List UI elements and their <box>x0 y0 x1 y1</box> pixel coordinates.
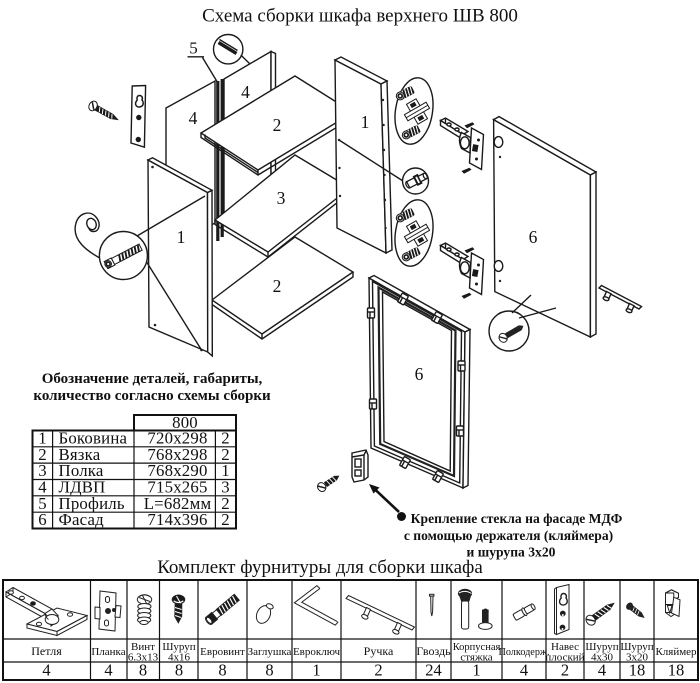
svg-text:8: 8 <box>175 661 183 680</box>
svg-text:768х298: 768х298 <box>147 445 207 464</box>
svg-text:Кляймер: Кляймер <box>655 646 697 658</box>
svg-text:4: 4 <box>42 661 50 680</box>
svg-text:стяжка: стяжка <box>460 652 492 664</box>
svg-text:2: 2 <box>221 510 230 529</box>
svg-text:3: 3 <box>221 478 230 497</box>
svg-text:720х298: 720х298 <box>147 429 207 448</box>
svg-text:Шуруп: Шуруп <box>585 641 618 653</box>
svg-text:количество согласно схемы сбор: количество согласно схемы сборки <box>33 388 271 404</box>
svg-text:Петля: Петля <box>31 644 62 658</box>
svg-text:715х265: 715х265 <box>147 478 207 497</box>
svg-text:6: 6 <box>38 510 47 529</box>
svg-text:Вязка: Вязка <box>59 445 101 464</box>
svg-text:6: 6 <box>415 364 424 384</box>
svg-text:1: 1 <box>221 461 230 480</box>
svg-text:Фасад: Фасад <box>59 510 105 529</box>
svg-text:Шуруп: Шуруп <box>620 641 653 653</box>
svg-text:3: 3 <box>277 188 286 208</box>
svg-text:5: 5 <box>38 494 47 513</box>
svg-text:Заглушка: Заглушка <box>248 646 292 658</box>
svg-text:768х290: 768х290 <box>147 461 207 480</box>
svg-text:1: 1 <box>177 227 186 247</box>
svg-text:2: 2 <box>221 445 230 464</box>
svg-text:Профиль: Профиль <box>59 494 125 513</box>
svg-text:4: 4 <box>598 661 606 680</box>
svg-text:8: 8 <box>218 661 226 680</box>
svg-text:6.3х13: 6.3х13 <box>128 652 159 664</box>
svg-text:Гвоздь: Гвоздь <box>416 644 451 658</box>
svg-text:L=682мм: L=682мм <box>144 494 212 513</box>
svg-text:3: 3 <box>38 461 47 480</box>
svg-text:2: 2 <box>273 115 282 135</box>
svg-text:1: 1 <box>38 429 47 448</box>
svg-text:4: 4 <box>189 108 198 128</box>
svg-text:6: 6 <box>529 227 538 247</box>
svg-text:4: 4 <box>520 661 528 680</box>
svg-text:Шуруп: Шуруп <box>162 641 195 653</box>
svg-text:18: 18 <box>629 661 646 680</box>
svg-text:8: 8 <box>265 661 273 680</box>
svg-text:Крепление стекла на фасаде МДФ: Крепление стекла на фасаде МДФ <box>411 511 623 526</box>
svg-text:4х16: 4х16 <box>168 652 191 664</box>
svg-text:1: 1 <box>312 661 320 680</box>
svg-text:2: 2 <box>221 494 230 513</box>
svg-text:Евровинт: Евровинт <box>200 646 245 658</box>
svg-text:2: 2 <box>221 429 230 448</box>
svg-text:714х396: 714х396 <box>147 510 207 529</box>
svg-text:Евроключ: Евроключ <box>293 646 341 658</box>
svg-text:Обозначение деталей, габариты,: Обозначение деталей, габариты, <box>42 371 263 387</box>
svg-text:и шурупа 3х20: и шурупа 3х20 <box>467 545 556 560</box>
svg-text:18: 18 <box>668 661 685 680</box>
svg-text:ЛДВП: ЛДВП <box>59 478 106 497</box>
svg-text:Корпусная: Корпусная <box>453 642 501 653</box>
svg-text:3х20: 3х20 <box>626 652 649 664</box>
svg-text:Планка: Планка <box>91 646 125 658</box>
svg-text:2: 2 <box>374 661 382 680</box>
svg-text:с помощью держателя (кляймера): с помощью держателя (кляймера) <box>404 528 613 544</box>
svg-text:4: 4 <box>38 478 47 497</box>
svg-text:1: 1 <box>472 661 480 680</box>
svg-text:8: 8 <box>139 661 147 680</box>
svg-text:Ручка: Ручка <box>364 644 394 658</box>
svg-text:Схема сборки шкафа верхнего ШВ: Схема сборки шкафа верхнего ШВ 800 <box>202 6 518 27</box>
svg-text:2: 2 <box>561 661 569 680</box>
svg-text:2: 2 <box>273 276 282 296</box>
svg-text:Комплект фурнитуры для сборки: Комплект фурнитуры для сборки шкафа <box>157 557 483 578</box>
svg-text:Навес: Навес <box>551 641 579 653</box>
svg-text:плоский: плоский <box>545 652 584 664</box>
svg-text:4х30: 4х30 <box>591 652 614 664</box>
svg-text:2: 2 <box>38 445 47 464</box>
svg-text:24: 24 <box>425 661 442 680</box>
svg-text:Полкодерж.: Полкодерж. <box>498 647 549 658</box>
svg-text:800: 800 <box>172 413 198 432</box>
svg-text:4: 4 <box>104 661 112 680</box>
svg-text:5: 5 <box>189 39 198 58</box>
svg-text:Полка: Полка <box>59 461 104 480</box>
svg-text:1: 1 <box>361 112 370 132</box>
svg-text:Боковина: Боковина <box>59 429 128 448</box>
svg-text:Винт: Винт <box>131 641 155 653</box>
svg-text:4: 4 <box>241 82 250 102</box>
